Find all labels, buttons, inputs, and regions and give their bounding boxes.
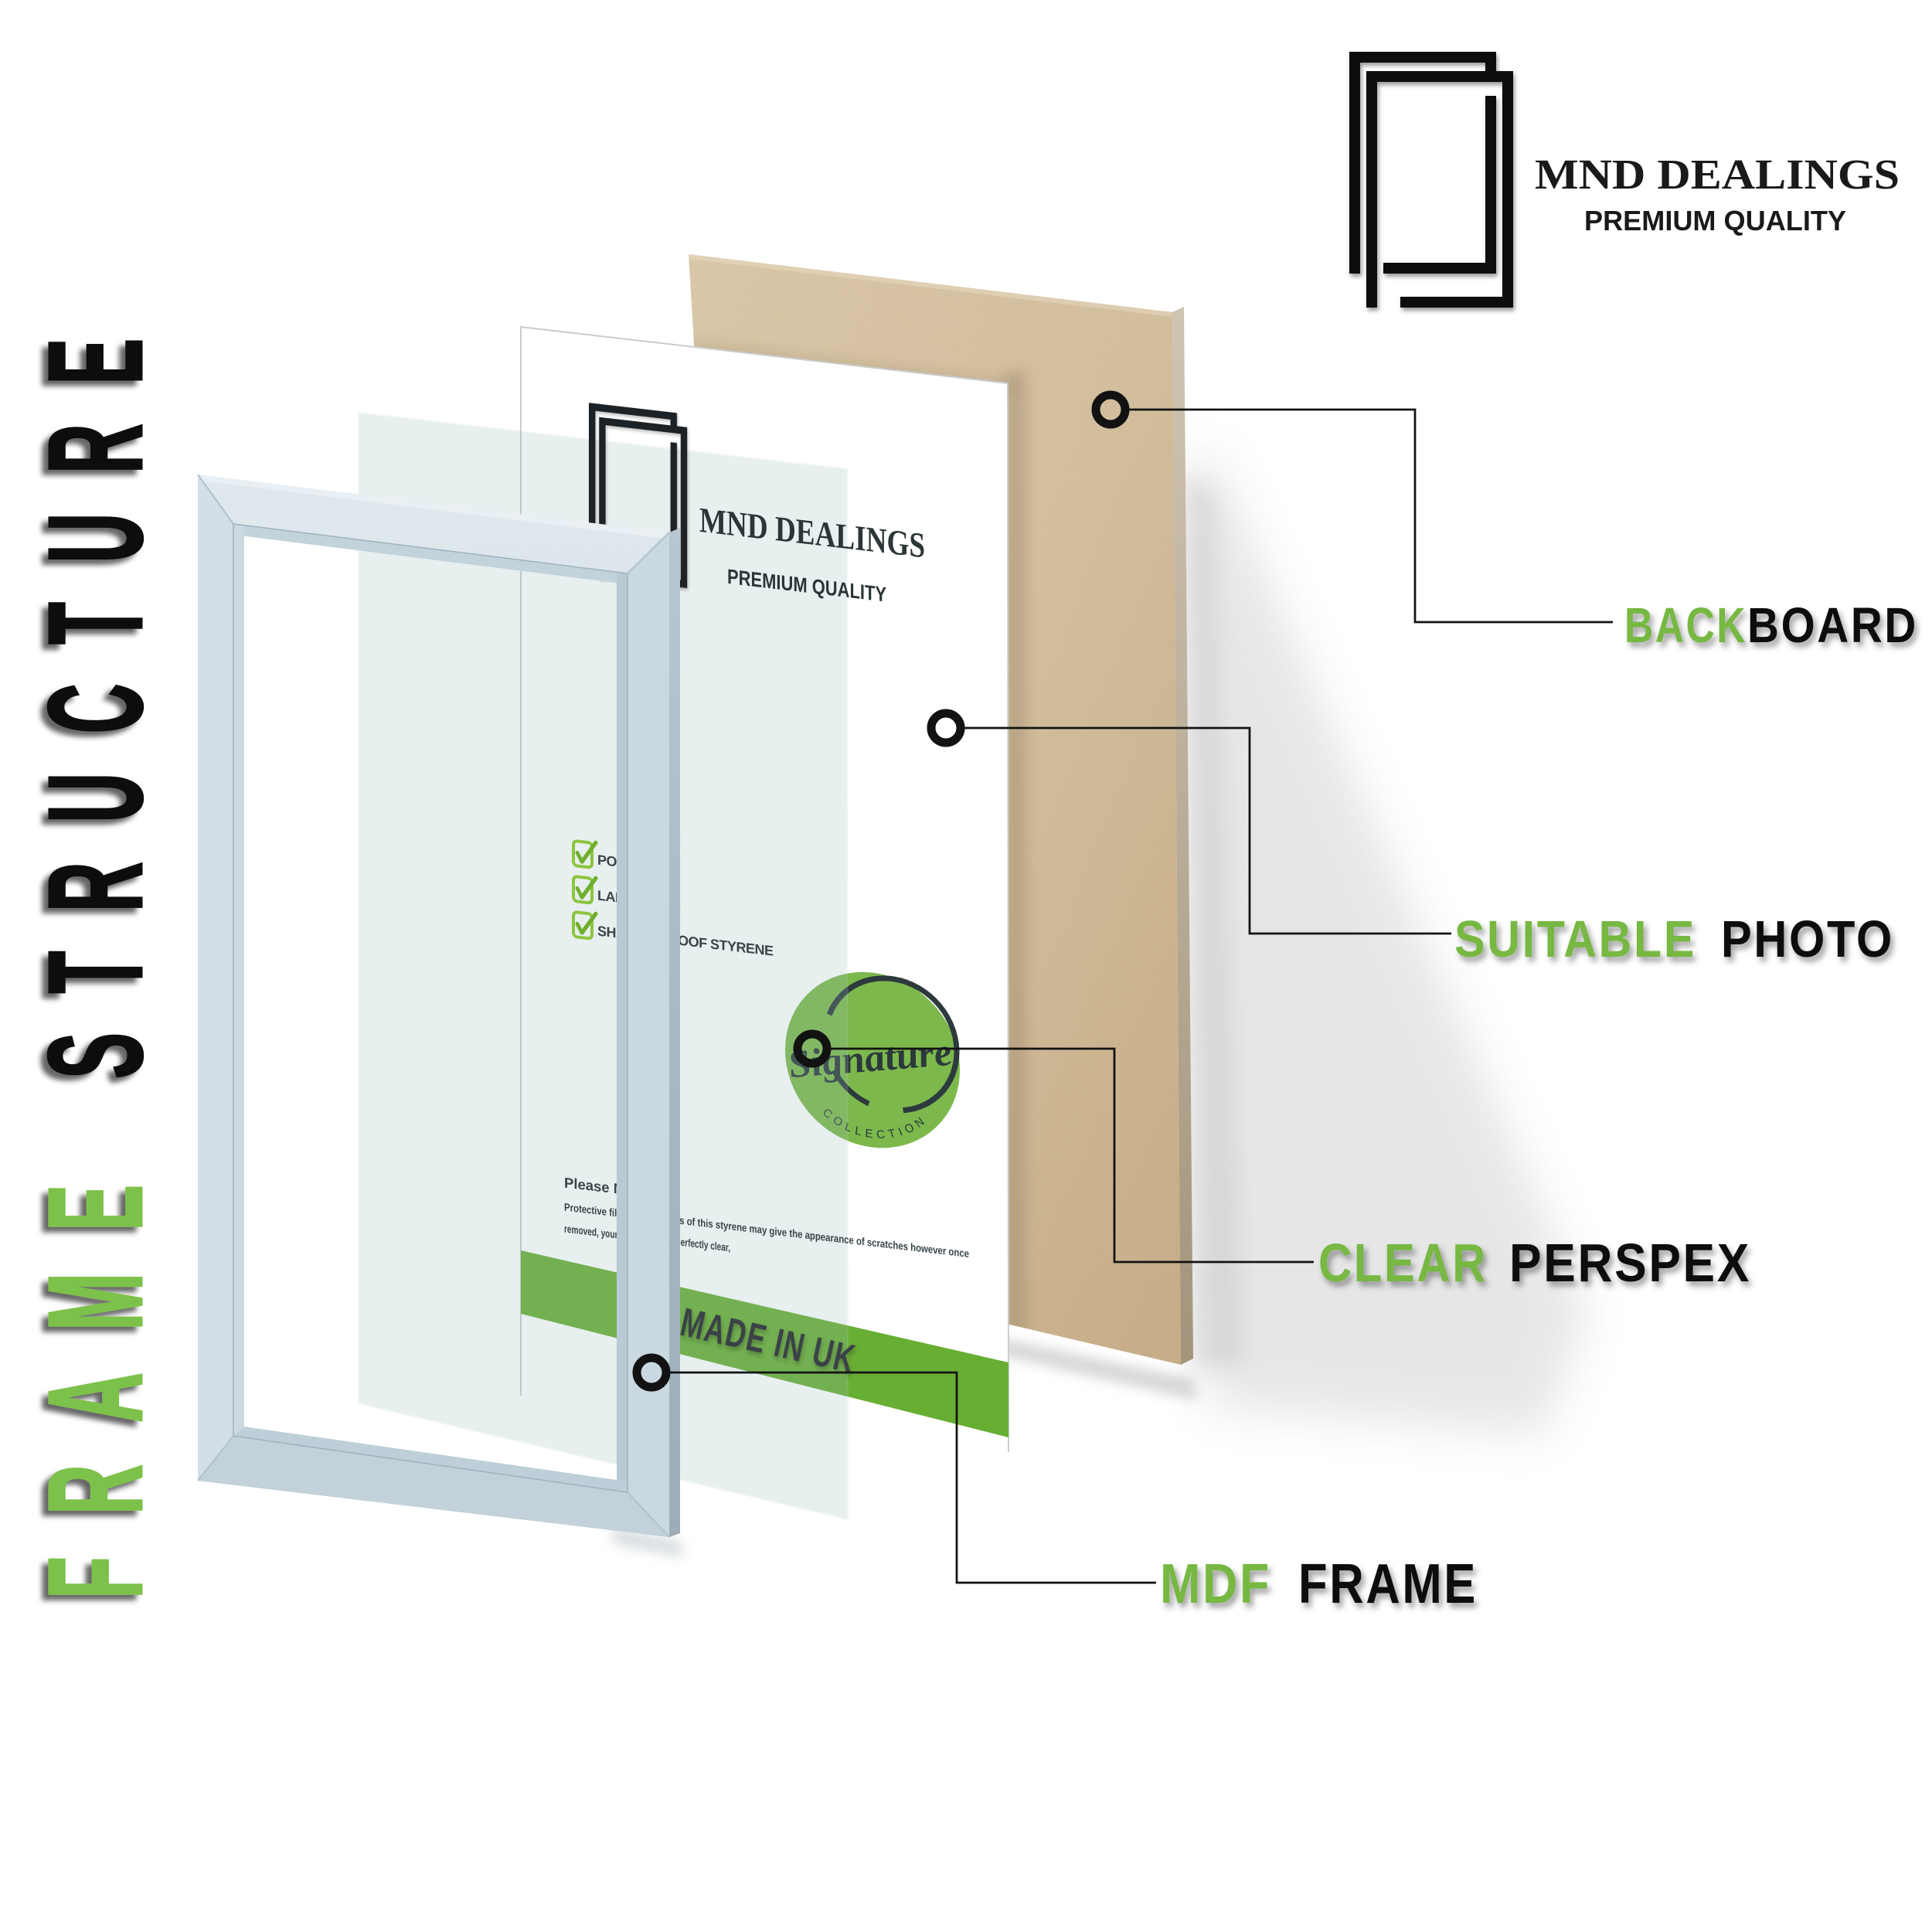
svg-text:MDF: MDF xyxy=(1160,1553,1271,1615)
svg-text:PHOTO: PHOTO xyxy=(1721,910,1894,968)
svg-text:FRAME: FRAME xyxy=(21,1143,170,1599)
svg-text:BACK: BACK xyxy=(1624,597,1747,653)
svg-text:CLEAR: CLEAR xyxy=(1318,1233,1488,1293)
svg-text:STRUCTURE: STRUCTURE xyxy=(21,299,170,1079)
svg-text:MND DEALINGS: MND DEALINGS xyxy=(1535,151,1900,198)
svg-text:SUITABLE: SUITABLE xyxy=(1454,910,1696,968)
svg-text:BOARD: BOARD xyxy=(1747,597,1918,653)
svg-text:PERSPEX: PERSPEX xyxy=(1509,1233,1751,1293)
svg-text:PREMIUM QUALITY: PREMIUM QUALITY xyxy=(1584,205,1846,236)
svg-text:FRAME: FRAME xyxy=(1298,1553,1478,1615)
